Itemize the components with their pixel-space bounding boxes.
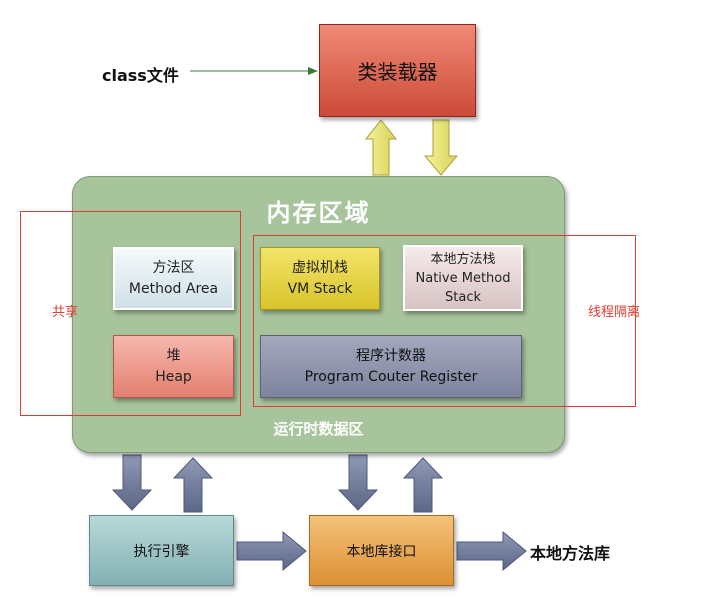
thread-isolated-region-outline bbox=[253, 235, 636, 407]
class-file-to-loader-arrow bbox=[190, 67, 318, 75]
loader-to-memory-arrow bbox=[423, 119, 459, 176]
method-area-en: Method Area bbox=[128, 280, 219, 297]
memory-to-loader-arrow bbox=[364, 119, 398, 176]
vm-stack-zh: 虚拟机栈 bbox=[292, 259, 348, 276]
thread-isolated-label: 线程隔离 bbox=[588, 305, 641, 320]
native-method-stack-en-line2: Stack bbox=[445, 289, 481, 305]
method-area-zh: 方法区 bbox=[152, 259, 195, 276]
interface-to-library-arrow bbox=[456, 530, 527, 572]
heap-box: 堆 Heap bbox=[113, 335, 234, 398]
native-library-label: 本地方法库 bbox=[530, 544, 611, 563]
memory-to-engine-arrow bbox=[111, 454, 153, 511]
vm-stack-en: VM Stack bbox=[287, 280, 353, 297]
native-interface-label: 本地库接口 bbox=[346, 543, 417, 560]
execution-engine-label: 执行引擎 bbox=[133, 543, 190, 560]
class-loader-box: 类装载器 bbox=[319, 24, 476, 117]
execution-engine-box: 执行引擎 bbox=[89, 515, 234, 586]
native-method-stack-en-line1: Native Method bbox=[415, 270, 511, 286]
runtime-data-area-label: 运行时数据区 bbox=[273, 420, 364, 438]
native-method-stack-box: 本地方法栈 Native Method Stack bbox=[403, 245, 523, 311]
class-loader-label: 类装载器 bbox=[357, 60, 438, 84]
program-counter-zh: 程序计数器 bbox=[356, 347, 426, 364]
method-area-box: 方法区 Method Area bbox=[113, 247, 234, 310]
interface-to-memory-arrow bbox=[402, 457, 444, 513]
shared-region-outline bbox=[20, 211, 241, 416]
native-interface-box: 本地库接口 bbox=[309, 515, 454, 586]
vm-stack-box: 虚拟机栈 VM Stack bbox=[260, 247, 380, 310]
program-counter-box: 程序计数器 Program Couter Register bbox=[260, 335, 522, 398]
program-counter-en: Program Couter Register bbox=[304, 368, 478, 385]
memory-to-interface-arrow bbox=[337, 454, 379, 511]
shared-label: 共享 bbox=[52, 305, 79, 320]
heap-zh: 堆 bbox=[166, 347, 181, 364]
engine-to-interface-arrow bbox=[236, 530, 307, 572]
class-file-label: class文件 bbox=[102, 66, 179, 85]
memory-region-title: 内存区域 bbox=[266, 199, 371, 227]
engine-to-memory-arrow bbox=[172, 457, 214, 513]
heap-en: Heap bbox=[155, 368, 192, 385]
native-method-stack-zh: 本地方法栈 bbox=[430, 251, 496, 267]
